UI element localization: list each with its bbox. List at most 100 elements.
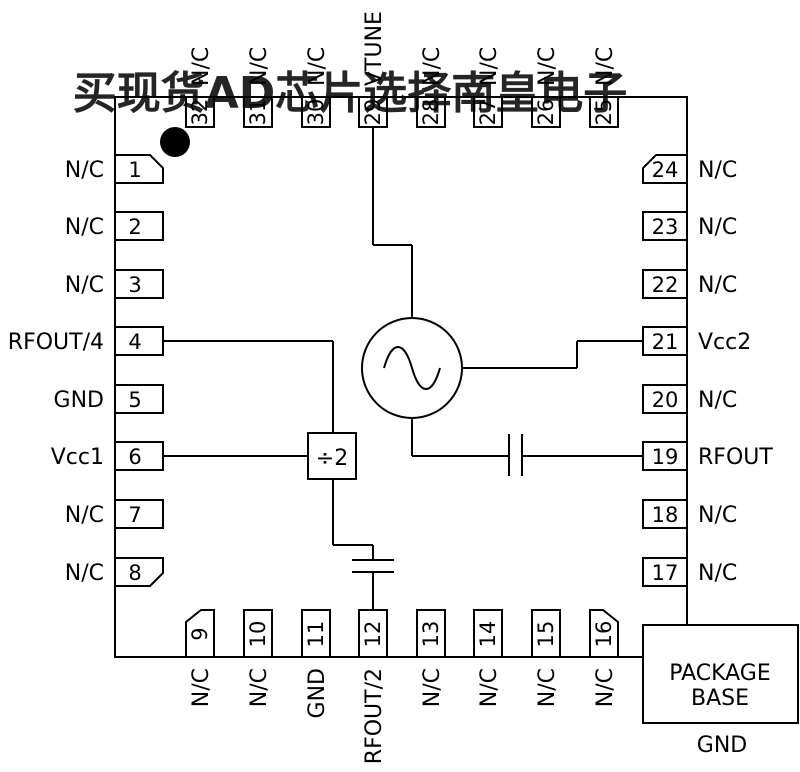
pin-14-number: 14 [476,621,500,648]
pin-24-number: 24 [652,158,679,182]
pin-8-pad [114,557,164,587]
pin-2-number: 2 [128,215,141,239]
pin-22-number: 22 [652,273,679,297]
pin-25-label: N/C [593,47,618,86]
pin-32-pad [185,96,215,128]
pin-26-pad [531,96,561,128]
pin-1-label: N/C [65,158,104,183]
pin-13-number: 13 [419,621,443,648]
package-base-box [642,624,799,724]
pin-29-pad [358,96,388,128]
pin-17-pad [642,557,688,587]
pin-20-number: 20 [652,388,679,412]
pin-17-number: 17 [652,561,679,585]
pin-2-label: N/C [65,215,104,240]
pin-28-number: 28 [419,99,443,126]
pin-1-number: 1 [128,158,141,182]
pin-6-number: 6 [128,445,141,469]
pin-27-number: 27 [476,99,500,126]
pin-5-pad [114,384,164,414]
pin-16-pad [589,609,619,658]
pin-20-label: N/C [698,388,737,413]
pin-26-number: 26 [534,99,558,126]
pin-13-pad [416,609,446,658]
pin-30-number: 30 [304,99,328,126]
pin-14-pad [473,609,503,658]
package-base-line1: PACKAGE [669,661,771,686]
pin-23-label: N/C [698,215,737,240]
pin-23-number: 23 [652,215,679,239]
pin-15-pad [531,609,561,658]
divider-block [307,432,357,480]
pin-18-label: N/C [698,503,737,528]
pin-29-number: 29 [361,99,385,126]
pin-19-number: 19 [652,445,679,469]
pin-28-pad [416,96,446,128]
package-base-line2: BASE [691,686,749,711]
sine-wave-icon [383,346,441,390]
pin-29-label: VTUNE [362,11,387,86]
pin-20-pad [642,384,688,414]
pin-25-pad [589,96,619,128]
pin-21-pad [642,326,688,356]
pin-17-label: N/C [698,561,737,586]
pin-23-pad [642,211,688,241]
pin-12-pad [358,609,388,658]
pin-5-label: GND [54,388,104,413]
pin-10-number: 10 [246,621,270,648]
pin-32-number: 32 [188,99,212,126]
pin-11-pad [301,609,331,658]
pin-9-label: N/C [189,668,214,707]
package-base-gnd-label: GND [697,733,747,758]
pin-2-pad [114,211,164,241]
pin-4-pad [114,326,164,356]
pin-10-label: N/C [247,668,272,707]
pin-4-number: 4 [128,330,141,354]
pin-19-pad [642,441,688,471]
pin-11-number: 11 [304,621,328,648]
pin-15-number: 15 [534,621,558,648]
pin-22-pad [642,269,688,299]
pin-5-number: 5 [128,388,141,412]
pin-22-label: N/C [698,273,737,298]
pin-18-number: 18 [652,503,679,527]
pin1-marker-dot [160,127,190,157]
pin-30-pad [301,96,331,128]
pin-26-label: N/C [535,47,560,86]
pin-25-number: 25 [592,99,616,126]
pin-16-label: N/C [593,668,618,707]
pin-32-label: N/C [189,47,214,86]
watermark: 买现货AD芯片选择南皇电子 [73,68,628,119]
pin-11-label: GND [305,668,330,718]
pin-1-pad [114,154,164,184]
pin-7-label: N/C [65,503,104,528]
pin-31-pad [243,96,273,128]
pin-21-label: Vcc2 [698,330,751,355]
pin-19-label: RFOUT [698,445,773,470]
pin-12-label: RFOUT/2 [362,668,387,764]
pin-27-pad [473,96,503,128]
pin-18-pad [642,499,688,529]
pin-6-pad [114,441,164,471]
pin-30-label: N/C [305,47,330,86]
pin-10-pad [243,609,273,658]
pin-12-number: 12 [361,621,385,648]
pin-27-label: N/C [477,47,502,86]
pin-3-number: 3 [128,273,141,297]
pin-7-pad [114,499,164,529]
pin-14-label: N/C [477,668,502,707]
pin-16-number: 16 [592,621,616,648]
divider-label: ÷2 [316,446,348,471]
pin-3-pad [114,269,164,299]
pin-21-number: 21 [652,330,679,354]
pin-28-label: N/C [420,47,445,86]
pin-7-number: 7 [128,503,141,527]
pin-4-label: RFOUT/4 [8,330,104,355]
pin-3-label: N/C [65,273,104,298]
pin-24-pad [642,154,688,184]
pin-9-pad [185,609,215,658]
pin-31-number: 31 [246,99,270,126]
pin-8-number: 8 [128,561,141,585]
